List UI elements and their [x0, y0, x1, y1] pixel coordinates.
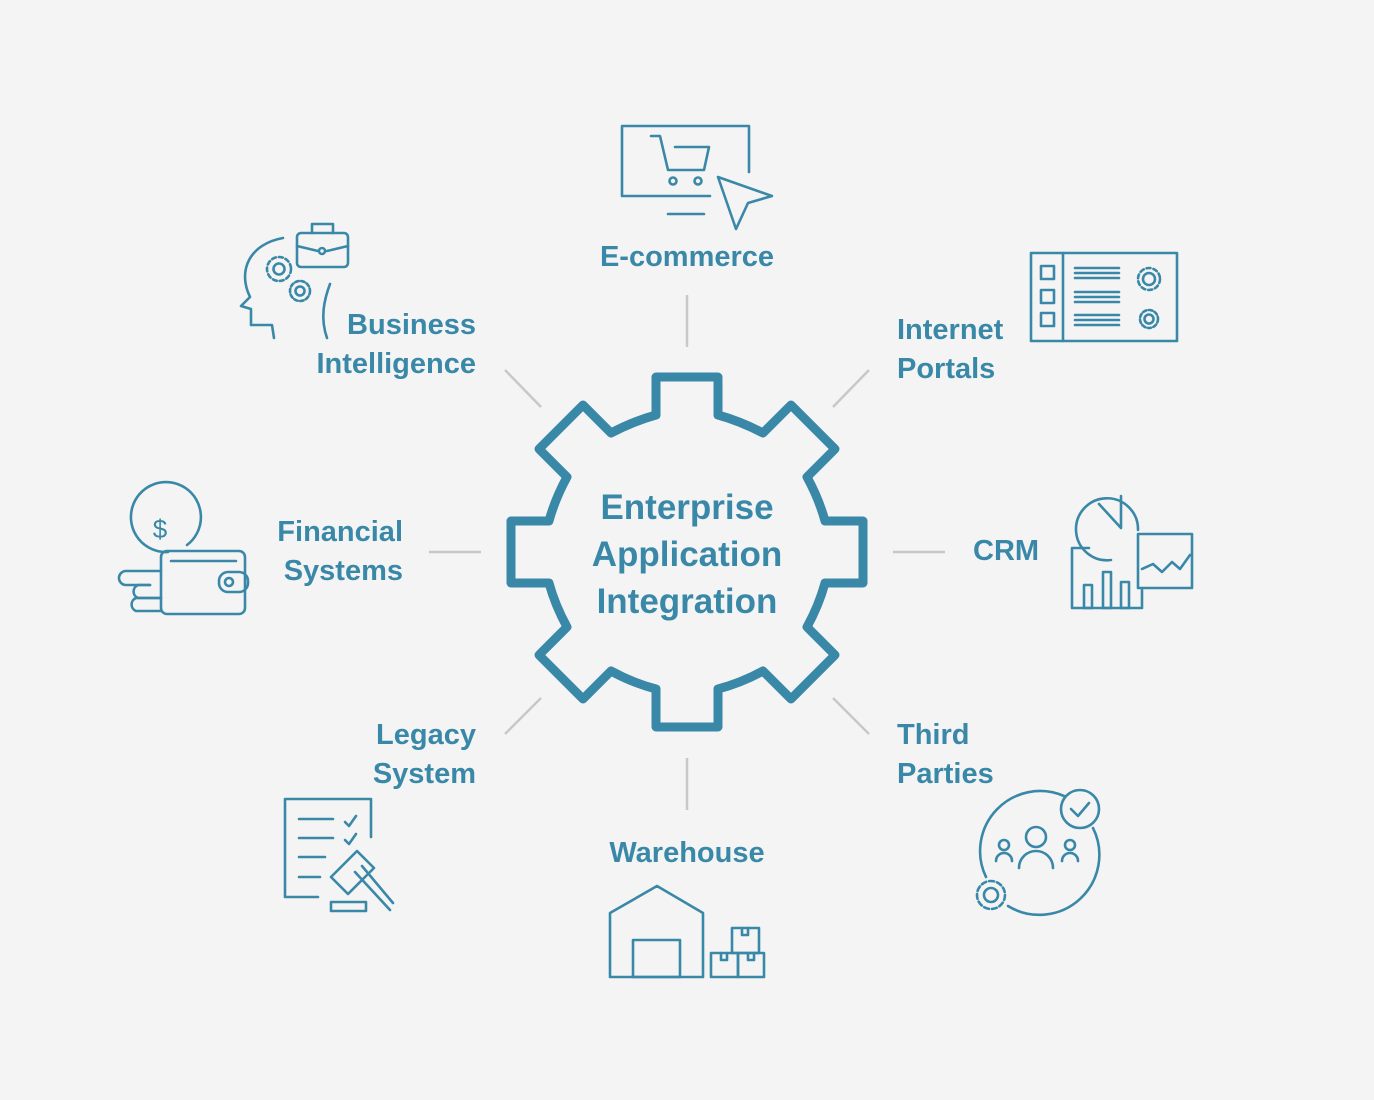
head-gears-briefcase-icon [239, 222, 350, 340]
svg-text:$: $ [153, 514, 168, 544]
label-line: CRM [973, 535, 1040, 567]
label-line: Intelligence [316, 348, 476, 380]
connector-lines [429, 295, 945, 810]
node-label-crm: CRM [973, 532, 1039, 571]
node-label-internet-portals: Internet Portals [897, 311, 1003, 389]
node-label-warehouse: Warehouse [560, 834, 814, 873]
center-title-line: Application [591, 535, 783, 574]
node-label-legacy-system: Legacy System [276, 716, 476, 794]
connector-internet-portals [832, 369, 870, 408]
center-title: Enterprise Application Integration [537, 484, 837, 625]
label-line: Legacy [376, 719, 476, 751]
crm-charts-icon [1070, 494, 1194, 610]
label-line: Parties [897, 758, 994, 790]
connector-business-intelligence [504, 369, 542, 408]
legal-document-gavel-icon [283, 797, 395, 913]
label-line: Internet [897, 314, 1004, 346]
node-label-third-parties: Third Parties [897, 716, 994, 794]
warehouse-icon [608, 884, 766, 979]
center-title-line: Integration [596, 582, 778, 621]
label-line: E-commerce [599, 241, 775, 273]
node-label-ecommerce: E-commerce [560, 238, 814, 277]
people-network-icon [975, 788, 1101, 917]
label-line: Warehouse [609, 837, 765, 869]
central-gear-icon [506, 372, 868, 732]
label-line: Portals [897, 353, 996, 385]
center-title-line: Enterprise [600, 488, 774, 527]
label-line: Third [897, 719, 970, 751]
label-line: Business [347, 309, 476, 341]
label-line: Systems [283, 555, 403, 587]
node-label-business-intelligence: Business Intelligence [236, 306, 476, 384]
node-label-financial-systems: Financial Systems [203, 513, 403, 591]
label-line: System [372, 758, 476, 790]
shopping-cart-monitor-icon [620, 124, 774, 231]
label-line: Financial [277, 516, 403, 548]
connector-legacy-system [504, 697, 542, 735]
portal-dashboard-icon [1029, 251, 1179, 343]
connector-third-parties [832, 697, 870, 735]
wallet-coin-icon: $ [117, 480, 250, 616]
